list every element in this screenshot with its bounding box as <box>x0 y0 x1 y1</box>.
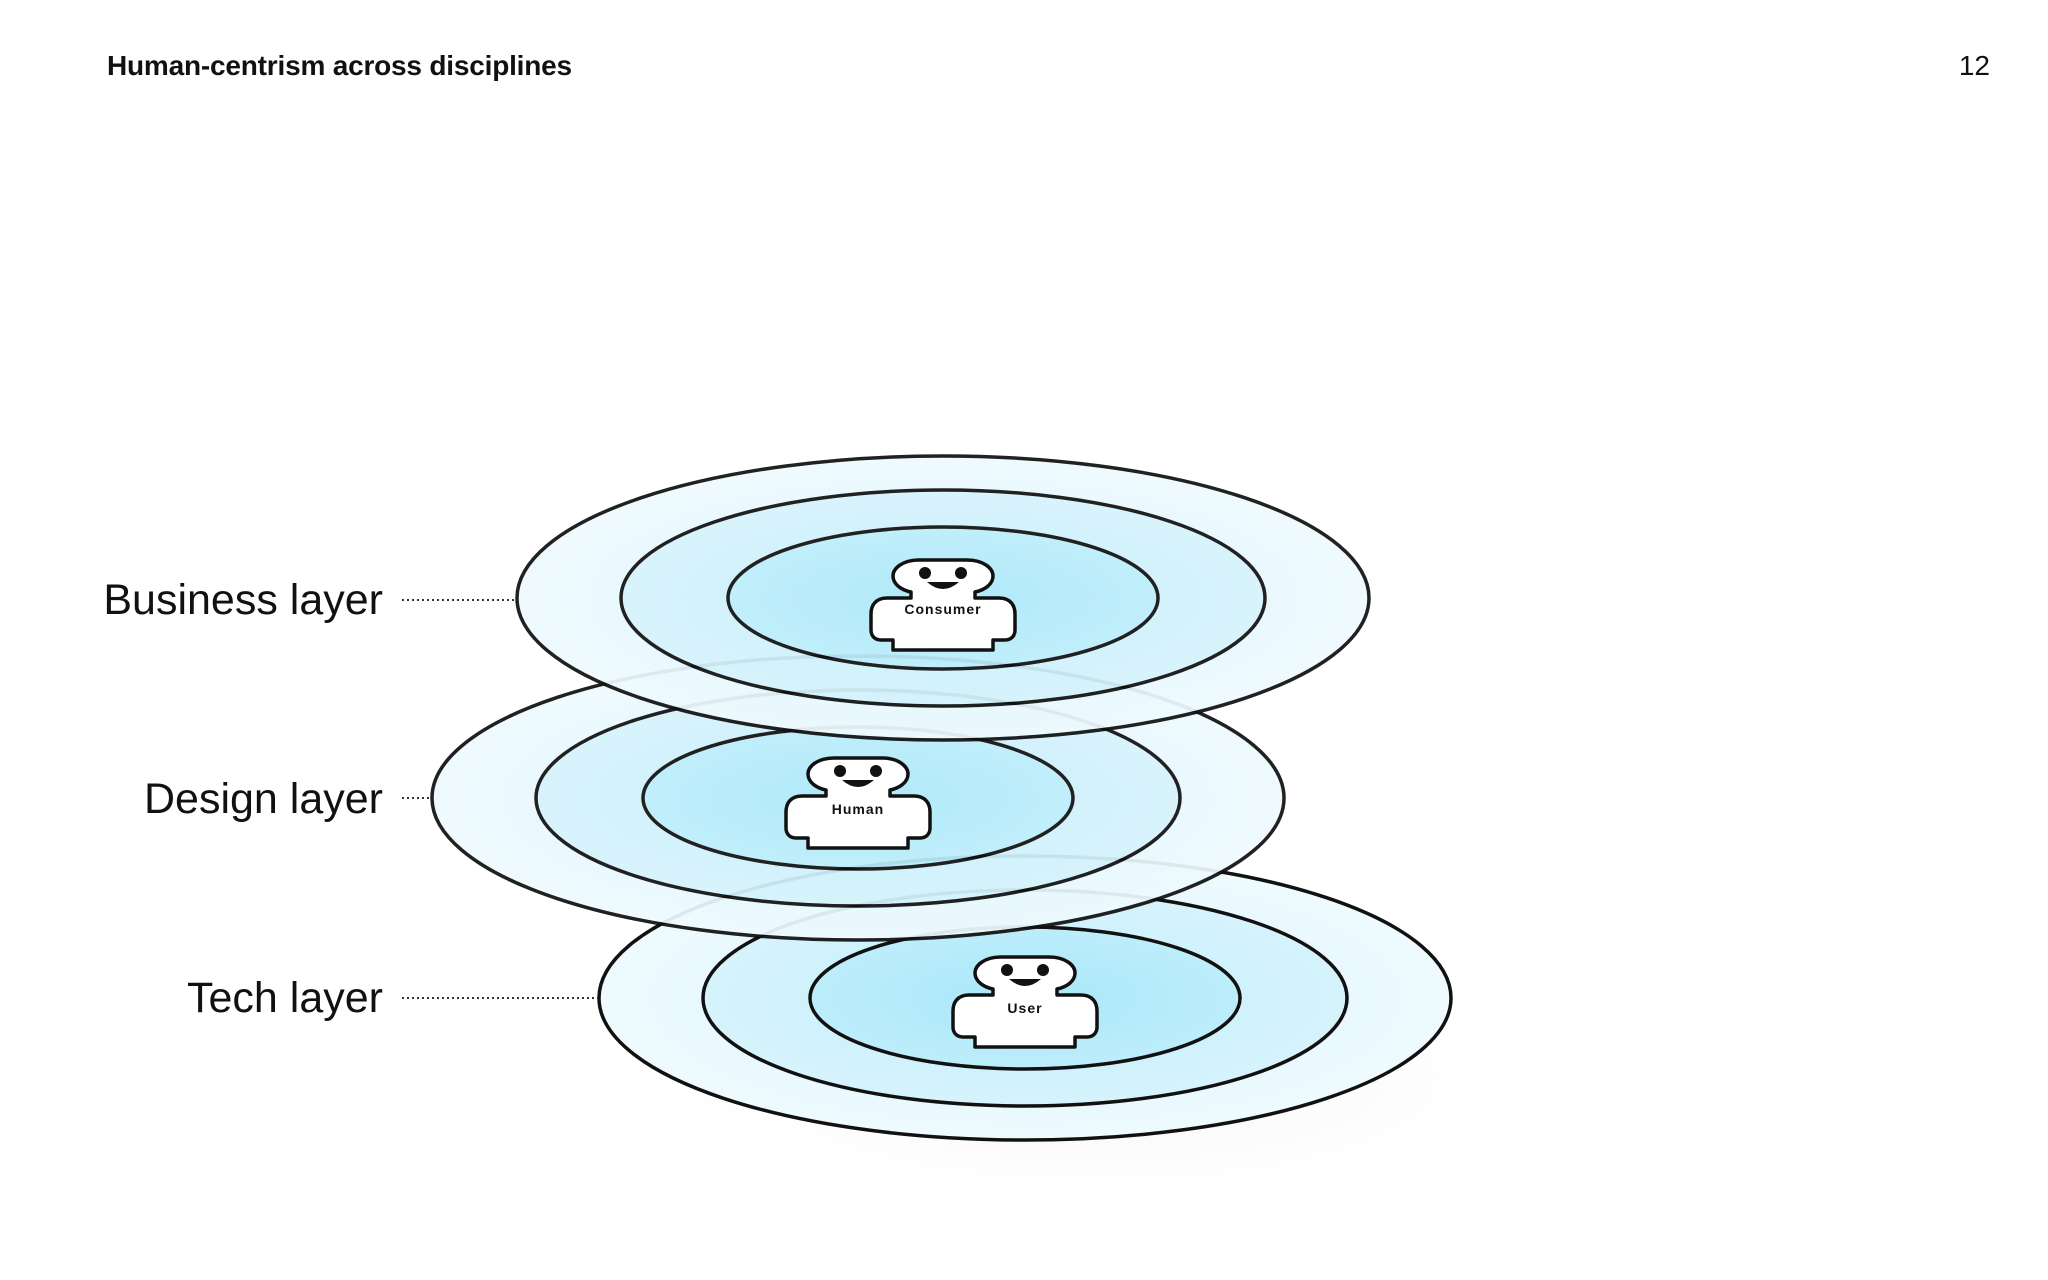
page-number: 12 <box>1958 50 1990 81</box>
layer-label-design: Design layer <box>144 775 383 823</box>
person-label-human: Human <box>832 801 884 817</box>
layer-label-tech: Tech layer <box>187 974 383 1022</box>
layer-label-business: Business layer <box>103 576 383 624</box>
tech-layer-rings: User <box>597 854 1453 1142</box>
person-label-consumer: Consumer <box>904 601 981 617</box>
slide-title: Human-centrism across disciplines <box>107 50 572 81</box>
person-label-user: User <box>1007 1000 1042 1016</box>
